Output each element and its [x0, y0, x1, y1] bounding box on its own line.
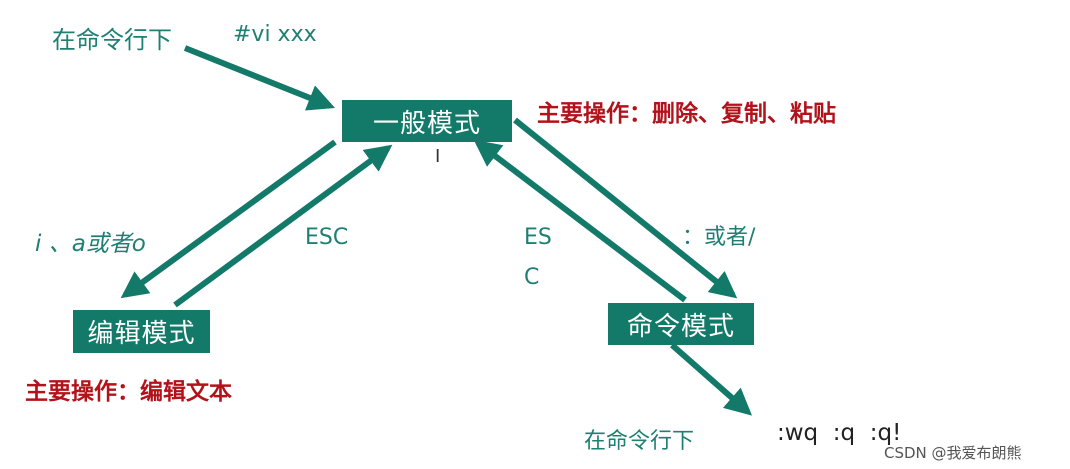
normal-mode-ops: 主要操作：删除、复制、粘贴: [537, 101, 836, 127]
command-mode-box: 命令模式: [608, 303, 754, 345]
command-exit-key-line1: ES: [524, 225, 552, 250]
bottom-label: 在命令行下: [584, 429, 695, 454]
edit-mode-ops: 主要操作：编辑文本: [25, 379, 232, 405]
edit-mode-box: 编辑模式: [73, 310, 210, 353]
arrow-edit-to-normal: [173, 144, 393, 308]
edit-exit-key: ESC: [305, 225, 349, 250]
text-cursor-icon: I: [435, 146, 441, 167]
normal-mode-box: 一般模式: [342, 100, 512, 142]
command-enter-keys: ：或者/: [682, 225, 756, 250]
arrow-command-to-exit: [670, 342, 753, 416]
start-label: 在命令行下: [52, 26, 172, 54]
arrow-start-to-normal: [183, 45, 336, 111]
bottom-commands: :wq :q :q!: [777, 420, 902, 446]
edit-enter-keys: i 、a或者o: [35, 231, 146, 257]
vi-command-label: #vi xxx: [233, 22, 317, 47]
normal-mode-title: 一般模式: [372, 108, 481, 139]
watermark: CSDN @我爱布朗熊: [884, 444, 1022, 462]
command-exit-key-line2: C: [524, 265, 540, 290]
arrow-command-to-normal: [473, 139, 687, 303]
edit-mode-title: 编辑模式: [87, 319, 196, 349]
command-mode-title: 命令模式: [626, 311, 735, 342]
arrow-normal-to-edit: [120, 139, 337, 299]
arrow-normal-to-command: [513, 117, 738, 299]
